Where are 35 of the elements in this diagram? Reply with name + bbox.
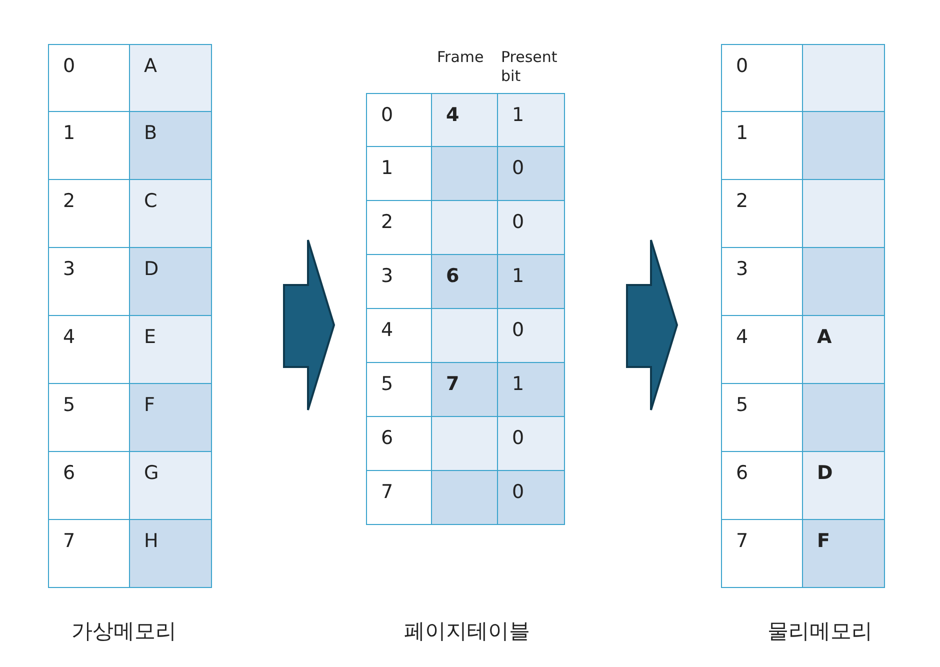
table-caption: 페이지테이블 [404,618,530,645]
arrow [283,239,336,411]
column-header: Present bit [501,48,558,86]
table-cell: F [129,383,212,452]
table-cell: E [129,315,212,384]
table-cell: H [129,519,212,588]
table-cell: 0 [366,93,432,147]
table-cell: 0 [497,146,565,201]
table-cell: 1 [497,93,565,147]
table-cell: A [802,315,885,384]
table-cell: 0 [497,470,565,525]
table-cell: D [802,451,885,520]
table-cell: 7 [48,519,130,588]
table-cell: B [129,111,212,180]
table-cell: 7 [366,470,432,525]
table-cell: G [129,451,212,520]
table-cell: 0 [497,416,565,471]
table-cell: 1 [497,362,565,417]
table-caption: 가상메모리 [72,618,176,645]
table-cell: 0 [497,308,565,363]
table-cell: 0 [497,200,565,255]
table-cell: 0 [48,44,130,112]
table-cell: 4 [431,93,498,147]
table-cell: 7 [431,362,498,417]
table-cell: 1 [497,254,565,309]
table-cell: C [129,179,212,248]
arrow [626,239,678,411]
table-caption: 물리메모리 [768,618,872,645]
table-cell: A [129,44,212,112]
table-cell: 6 [431,254,498,309]
table-cell: D [129,247,212,316]
table-cell: 0 [721,44,803,112]
table-cell: 7 [721,519,803,588]
column-header: Frame [437,48,485,67]
table-cell: F [802,519,885,588]
